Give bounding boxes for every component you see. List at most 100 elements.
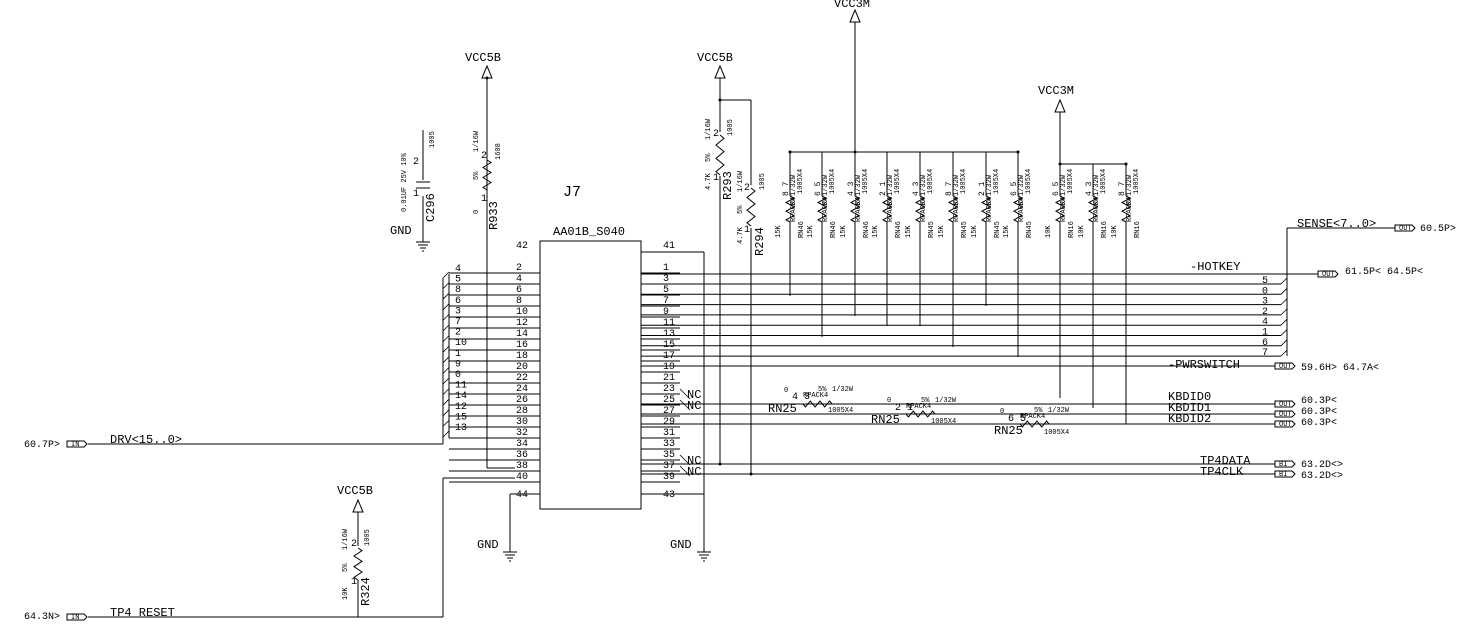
pin-number-left: 6 <box>516 285 522 296</box>
rpack-tol: 5% <box>1018 197 1026 206</box>
rpack-value: 15K <box>971 225 979 238</box>
rpack-ref: RN16 <box>1101 221 1109 238</box>
pin-number-right: 1 <box>663 263 669 274</box>
resistor-r933 <box>482 159 492 191</box>
bus-entry <box>442 388 450 395</box>
rn25-b-value: 0 <box>887 397 891 405</box>
rpack-size: 1005X4 <box>862 169 870 194</box>
rpack-pins: 2 1 <box>879 181 888 196</box>
r293-tol: 5% <box>705 153 713 162</box>
r933-pin2: 2 <box>481 151 487 162</box>
port-sense <box>1394 224 1416 232</box>
pin-number-left: 20 <box>516 362 528 373</box>
r933-value: 0 <box>473 210 481 214</box>
net-hotkey: -HOTKEY <box>1190 260 1240 274</box>
bus-entry <box>1280 349 1288 357</box>
rn25-b-pack: RPACK4 <box>906 403 931 411</box>
rn25-b-size: 1005X4 <box>931 418 956 426</box>
rpack-tol: 5% <box>855 197 863 206</box>
rn25-b-ref: RN25 <box>871 413 900 427</box>
connector-pin-labels: 4224681012141618202224262830323436384044… <box>516 241 701 501</box>
resistor-symbols <box>353 134 1132 581</box>
rpack-value: 15K <box>775 225 783 238</box>
nc-label: NC <box>687 454 701 468</box>
rn25-a-pwr: 1/32W <box>832 386 854 394</box>
rpack-pack: RPACK4 <box>953 197 961 222</box>
ref-tp4data: 63.2D<> <box>1301 460 1343 471</box>
rn25-c-value: 0 <box>1000 408 1004 416</box>
nc-label: NC <box>687 465 701 479</box>
rpack-value: 10K <box>1045 225 1053 238</box>
resistor-rn25-a <box>802 400 833 408</box>
rpack-value: 15K <box>872 225 880 238</box>
rpack-pack: RPACK4 <box>887 197 895 222</box>
connector-ref: J7 <box>563 184 581 201</box>
nc-label: NC <box>687 388 701 402</box>
rn25-a-pins: 4 3 <box>792 392 810 403</box>
vcc5b-1-arrow <box>481 64 493 79</box>
rn25-a-pack: RPACK4 <box>803 392 828 400</box>
ref-tp4clk: 63.2D<> <box>1301 471 1343 482</box>
bus-entry <box>442 324 450 332</box>
ref-hotkey: 61.5P< 64.5P< <box>1345 267 1423 278</box>
port-drv-label: IN <box>71 441 79 449</box>
pin-number-left: 40 <box>516 472 528 483</box>
net-kbdid1: KBDID1 <box>1168 401 1211 415</box>
rpack-pwr: 1/32W <box>1018 174 1026 196</box>
net-tp4data: TP4DATA <box>1200 454 1251 468</box>
bus-entry <box>442 377 450 385</box>
drv-bus-index: 15 <box>455 412 467 423</box>
r324-pin1: 1 <box>351 577 357 588</box>
sense-bus-index: 7 <box>1262 348 1268 359</box>
pin-number-left: 8 <box>516 296 522 307</box>
resistor-rpack <box>784 195 796 223</box>
rpack-pullups <box>789 152 1127 424</box>
bus-entry <box>442 356 450 364</box>
r933-ref: R933 <box>487 201 501 230</box>
resistor-rpack <box>816 195 828 223</box>
bus-entry <box>1280 308 1288 316</box>
vcc3m-1-arrow <box>849 8 861 23</box>
bus-entry <box>1280 288 1288 295</box>
resistor-rn25-c <box>1019 420 1050 428</box>
port-sense-label: OUT <box>1399 225 1412 233</box>
drv-bus-index: 3 <box>455 306 461 317</box>
rpack-pack: RPACK4 <box>1018 197 1026 222</box>
vcc5b-3-arrow <box>352 498 364 513</box>
rpack-pins: 8 7 <box>782 181 791 196</box>
bus-entry <box>1280 298 1288 305</box>
rn25-c-pwr: 1/32W <box>1048 407 1070 415</box>
pin-number-left: 26 <box>516 395 528 406</box>
pin-number-right: 17 <box>663 351 675 362</box>
rpack-pwr: 1/32W <box>822 174 830 196</box>
pin-number-left: 30 <box>516 417 528 428</box>
bus-entry <box>442 271 450 279</box>
drv-bus-index: 4 <box>455 264 461 275</box>
nc-label: NC <box>687 399 701 413</box>
r293-pin1: 1 <box>713 173 719 184</box>
resistor-r324 <box>353 547 363 581</box>
pin-number-left: 32 <box>516 428 528 439</box>
rpack-size: 1005X4 <box>1067 169 1075 194</box>
pin-number-left: 2 <box>516 263 522 274</box>
bus-entry <box>1280 329 1288 336</box>
r324-ref: R324 <box>359 577 373 606</box>
rpack-pwr: 1/32W <box>855 174 863 196</box>
ref-kbdid2: 60.3P< <box>1301 418 1337 429</box>
r933-pwr: 1/16W <box>473 130 481 152</box>
rpack-pins: 6 5 <box>1010 181 1019 196</box>
rpack-pack: RPACK4 <box>822 197 830 222</box>
pin-number-left: 10 <box>516 307 528 318</box>
r294-pin1: 1 <box>744 225 750 236</box>
drv-bus-index: 12 <box>455 402 467 413</box>
power-label-gnd-3: GND <box>670 538 692 552</box>
rn25-c-size: 1005X4 <box>1044 429 1069 437</box>
pin-number-right: 13 <box>663 329 675 340</box>
rpack-pins: 8 7 <box>945 181 954 196</box>
power-label-gnd-2: GND <box>477 538 499 552</box>
port-kbdid0 <box>1274 400 1296 408</box>
